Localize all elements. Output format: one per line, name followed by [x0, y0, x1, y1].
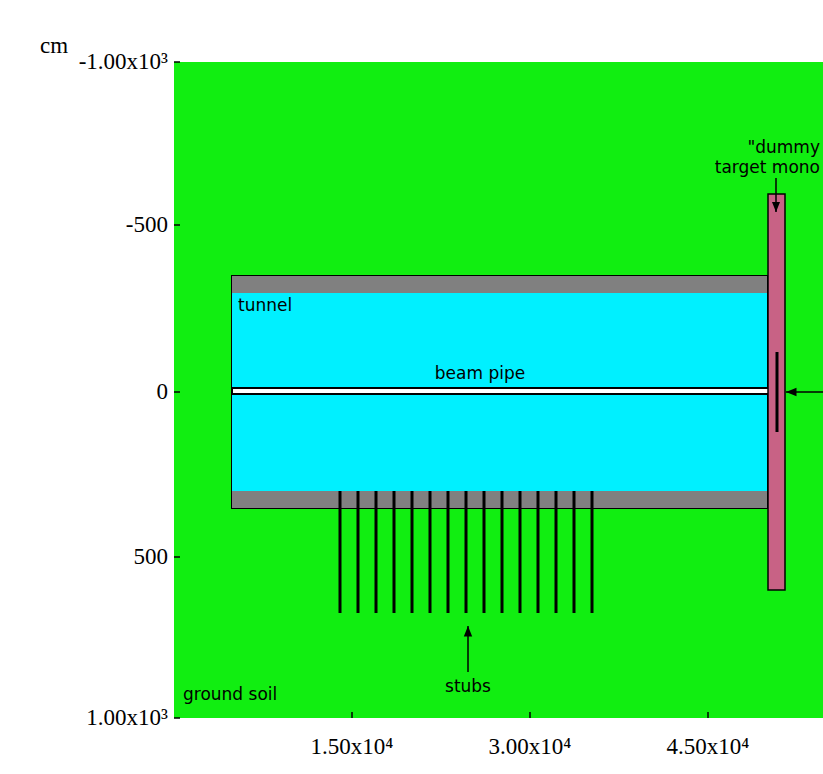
stub [501, 491, 504, 613]
region-label: ground soil [183, 685, 277, 704]
part-name: "dummy [747, 138, 820, 157]
stubs [340, 491, 592, 613]
tick-label: 4.50x10⁴ [667, 734, 750, 759]
region-label: tunnel [238, 296, 292, 315]
stub [357, 491, 360, 613]
stub [537, 491, 540, 613]
axis-unit: cm [40, 33, 68, 58]
tick-label: 500 [134, 544, 169, 569]
target-disc [776, 352, 779, 432]
part-name: beam pipe [435, 364, 525, 383]
stub [375, 491, 378, 613]
stub [429, 491, 432, 613]
stub [519, 491, 522, 613]
stub [465, 491, 468, 613]
axis-ticks [174, 62, 708, 718]
tick-label: 1.50x10⁴ [311, 734, 394, 759]
stub [591, 491, 594, 613]
stub [483, 491, 486, 613]
stub [555, 491, 558, 613]
part-name: stubs [445, 677, 491, 696]
tick-label: -500 [126, 212, 168, 237]
tick-label: -1.00x10³ [79, 49, 168, 74]
tick-label: 1.00x10³ [86, 705, 168, 730]
stub [573, 491, 576, 613]
stub [411, 491, 414, 613]
leader-line [467, 626, 469, 672]
stub [339, 491, 342, 613]
stub [447, 491, 450, 613]
beam-pipe [232, 388, 775, 394]
tick-label: 3.00x10⁴ [489, 734, 572, 759]
stub [393, 491, 396, 613]
part-name: target mono [715, 158, 820, 177]
tick-label: 0 [157, 379, 169, 404]
leader-line [775, 178, 777, 212]
tunnel-box: tunnel [232, 276, 767, 508]
dummy-target [768, 194, 785, 590]
leader-line [786, 391, 823, 393]
